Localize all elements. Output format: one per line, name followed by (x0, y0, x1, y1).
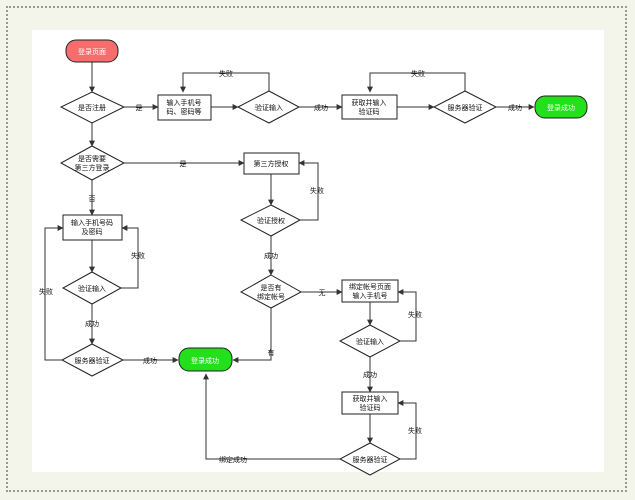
node-has-bound-account: 是否有 绑定帐号 (239, 274, 303, 309)
node-server-verify-right: 服务器验证 (338, 442, 402, 476)
node-server-verify-left: 服务器验证 (60, 343, 125, 377)
edge-label-success-6: 成功 (363, 370, 377, 379)
node-is-registered: 是否注册 (59, 91, 126, 124)
edge-label-fail-6: 失败 (408, 310, 422, 319)
edge-label-success-5: 成功 (143, 356, 157, 365)
edge-label-fail-5: 失败 (39, 287, 53, 296)
edge-label-fail-2: 失败 (411, 69, 425, 78)
node-get-code-right-line1: 获取并输入 (353, 394, 388, 403)
node-success-top-label: 登录成功 (547, 103, 575, 112)
node-success-mid: 登录成功 (178, 347, 233, 372)
edge-label-fail-7: 失败 (408, 426, 422, 435)
node-input-phone-pwd-line2: 码、密码等 (167, 107, 202, 116)
edge-label-fail-4: 失败 (131, 251, 145, 260)
node-input-phone-pwd-line1: 输入手机号 (167, 98, 202, 107)
edge-label-success-1: 成功 (314, 103, 328, 112)
node-get-code-right-line2: 验证码 (360, 403, 381, 412)
node-success-mid-label: 登录成功 (191, 356, 219, 365)
node-start-label: 登录页面 (78, 47, 106, 56)
node-verify-input-top-label: 验证输入 (255, 103, 283, 112)
node-verify-input-left-label: 验证输入 (78, 284, 106, 293)
node-bind-account-page-line1: 绑定帐号页面 (349, 282, 391, 291)
edge-label-success-2: 成功 (508, 103, 522, 112)
node-get-code-top-line1: 获取并输入 (352, 98, 387, 107)
node-bind-account-page-line2: 输入手机号 (353, 291, 388, 300)
edge-label-has: 有 (268, 348, 275, 357)
edge-label-yes-1: 是 (136, 104, 143, 112)
node-server-verify-left-label: 服务器验证 (75, 356, 110, 365)
edge-auth-fail-loop (298, 160, 319, 221)
edge-label-success-3: 成功 (264, 251, 278, 260)
node-verify-input-left: 验证输入 (61, 271, 123, 305)
edge-server-fail-loop (367, 72, 466, 93)
node-input-phone-code-line2: 及密码 (82, 227, 103, 236)
node-get-code-top-line2: 验证码 (359, 107, 380, 116)
node-input-phone-pwd: 输入手机号 码、密码等 (157, 94, 212, 121)
node-server-verify-top-label: 服务器验证 (448, 103, 483, 112)
node-verify-input-right: 验证输入 (338, 324, 402, 358)
edge-server-right-fail (397, 400, 417, 460)
edge-label-bind-success: 绑定成功 (219, 455, 247, 464)
node-verify-input-top: 验证输入 (236, 90, 301, 124)
edge-bound-has (232, 308, 272, 363)
node-verify-auth: 验证授权 (239, 204, 302, 237)
edge-verify-fail-loop (180, 72, 270, 93)
edge-verify-right-fail (397, 289, 417, 342)
node-input-phone-code: 输入手机号码 及密码 (62, 214, 123, 241)
node-bind-account-page: 绑定帐号页面 输入手机号 (341, 279, 399, 303)
node-third-party-auth-label: 第三方授权 (254, 159, 289, 168)
node-need-third-party: 是否需要 第三方登录 (59, 145, 126, 181)
node-start: 登录页面 (65, 39, 119, 63)
node-success-top: 登录成功 (534, 95, 588, 119)
node-get-code-top: 获取并输入 验证码 (341, 94, 398, 120)
edge-bind-success (203, 373, 340, 460)
node-server-verify-top: 服务器验证 (432, 90, 498, 124)
diagram-canvas (32, 30, 604, 472)
node-verify-auth-label: 验证授权 (257, 216, 285, 225)
node-need-third-party-line1: 是否需要 (78, 155, 106, 163)
node-third-party-auth: 第三方授权 (243, 152, 300, 175)
node-get-code-right: 获取并输入 验证码 (341, 391, 399, 415)
edge-label-none: 无 (319, 289, 326, 297)
edge-verify-left-fail (121, 225, 139, 289)
node-is-registered-label: 是否注册 (78, 103, 106, 112)
node-has-bound-account-line1: 是否有 (261, 283, 282, 292)
node-verify-input-right-label: 验证输入 (356, 337, 384, 346)
node-has-bound-account-line2: 绑定帐号 (257, 292, 285, 301)
edge-label-fail-1: 失败 (219, 69, 233, 78)
edge-server-left-fail (44, 225, 64, 361)
edge-label-fail-3: 失败 (310, 186, 324, 195)
node-need-third-party-line2: 第三方登录 (75, 163, 110, 172)
node-server-verify-right-label: 服务器验证 (353, 455, 388, 464)
edge-label-no-1: 否 (89, 195, 96, 203)
edge-label-yes-2: 是 (180, 160, 187, 168)
edge-label-success-4: 成功 (85, 319, 99, 328)
node-input-phone-code-line1: 输入手机号码 (71, 218, 113, 227)
